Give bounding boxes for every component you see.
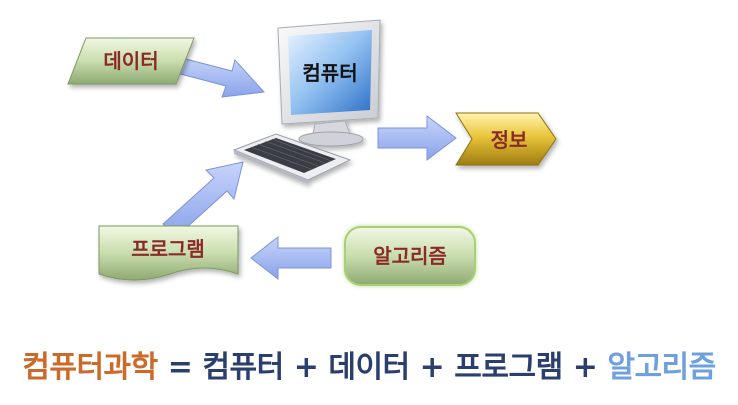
monitor-icon bbox=[277, 19, 381, 147]
arrow-computer-to-info bbox=[377, 114, 457, 162]
arrow-data-to-computer bbox=[172, 56, 266, 98]
formula-term-computer-science: 컴퓨터과학 bbox=[22, 350, 158, 385]
formula-plus: + bbox=[572, 350, 598, 385]
program-label: 프로그램 bbox=[131, 237, 205, 261]
algorithm-label: 알고리즘 bbox=[373, 244, 447, 268]
formula-term-data: 데이터 bbox=[328, 350, 410, 385]
info-label: 정보 bbox=[491, 128, 528, 152]
formula-term-computer: 컴퓨터 bbox=[202, 350, 284, 385]
keyboard-icon bbox=[232, 133, 352, 184]
formula-term-program: 프로그램 bbox=[454, 350, 563, 385]
data-node bbox=[67, 37, 195, 85]
algorithm-node bbox=[344, 226, 476, 286]
arrow-algorithm-to-program bbox=[250, 235, 332, 281]
formula: 컴퓨터과학 = 컴퓨터 + 데이터 + 프로그램 + 알고리즘 bbox=[0, 342, 738, 386]
computer-label: 컴퓨터 bbox=[302, 61, 357, 85]
data-label: 데이터 bbox=[103, 49, 158, 73]
formula-plus: + bbox=[419, 350, 445, 385]
formula-term-algorithm: 알고리즘 bbox=[607, 350, 716, 385]
formula-equals: = bbox=[167, 350, 193, 385]
formula-plus: + bbox=[293, 350, 319, 385]
program-node bbox=[98, 225, 239, 281]
computer-science-diagram: 데이터 컴퓨터 정보 bbox=[67, 19, 557, 286]
info-node bbox=[455, 112, 557, 166]
